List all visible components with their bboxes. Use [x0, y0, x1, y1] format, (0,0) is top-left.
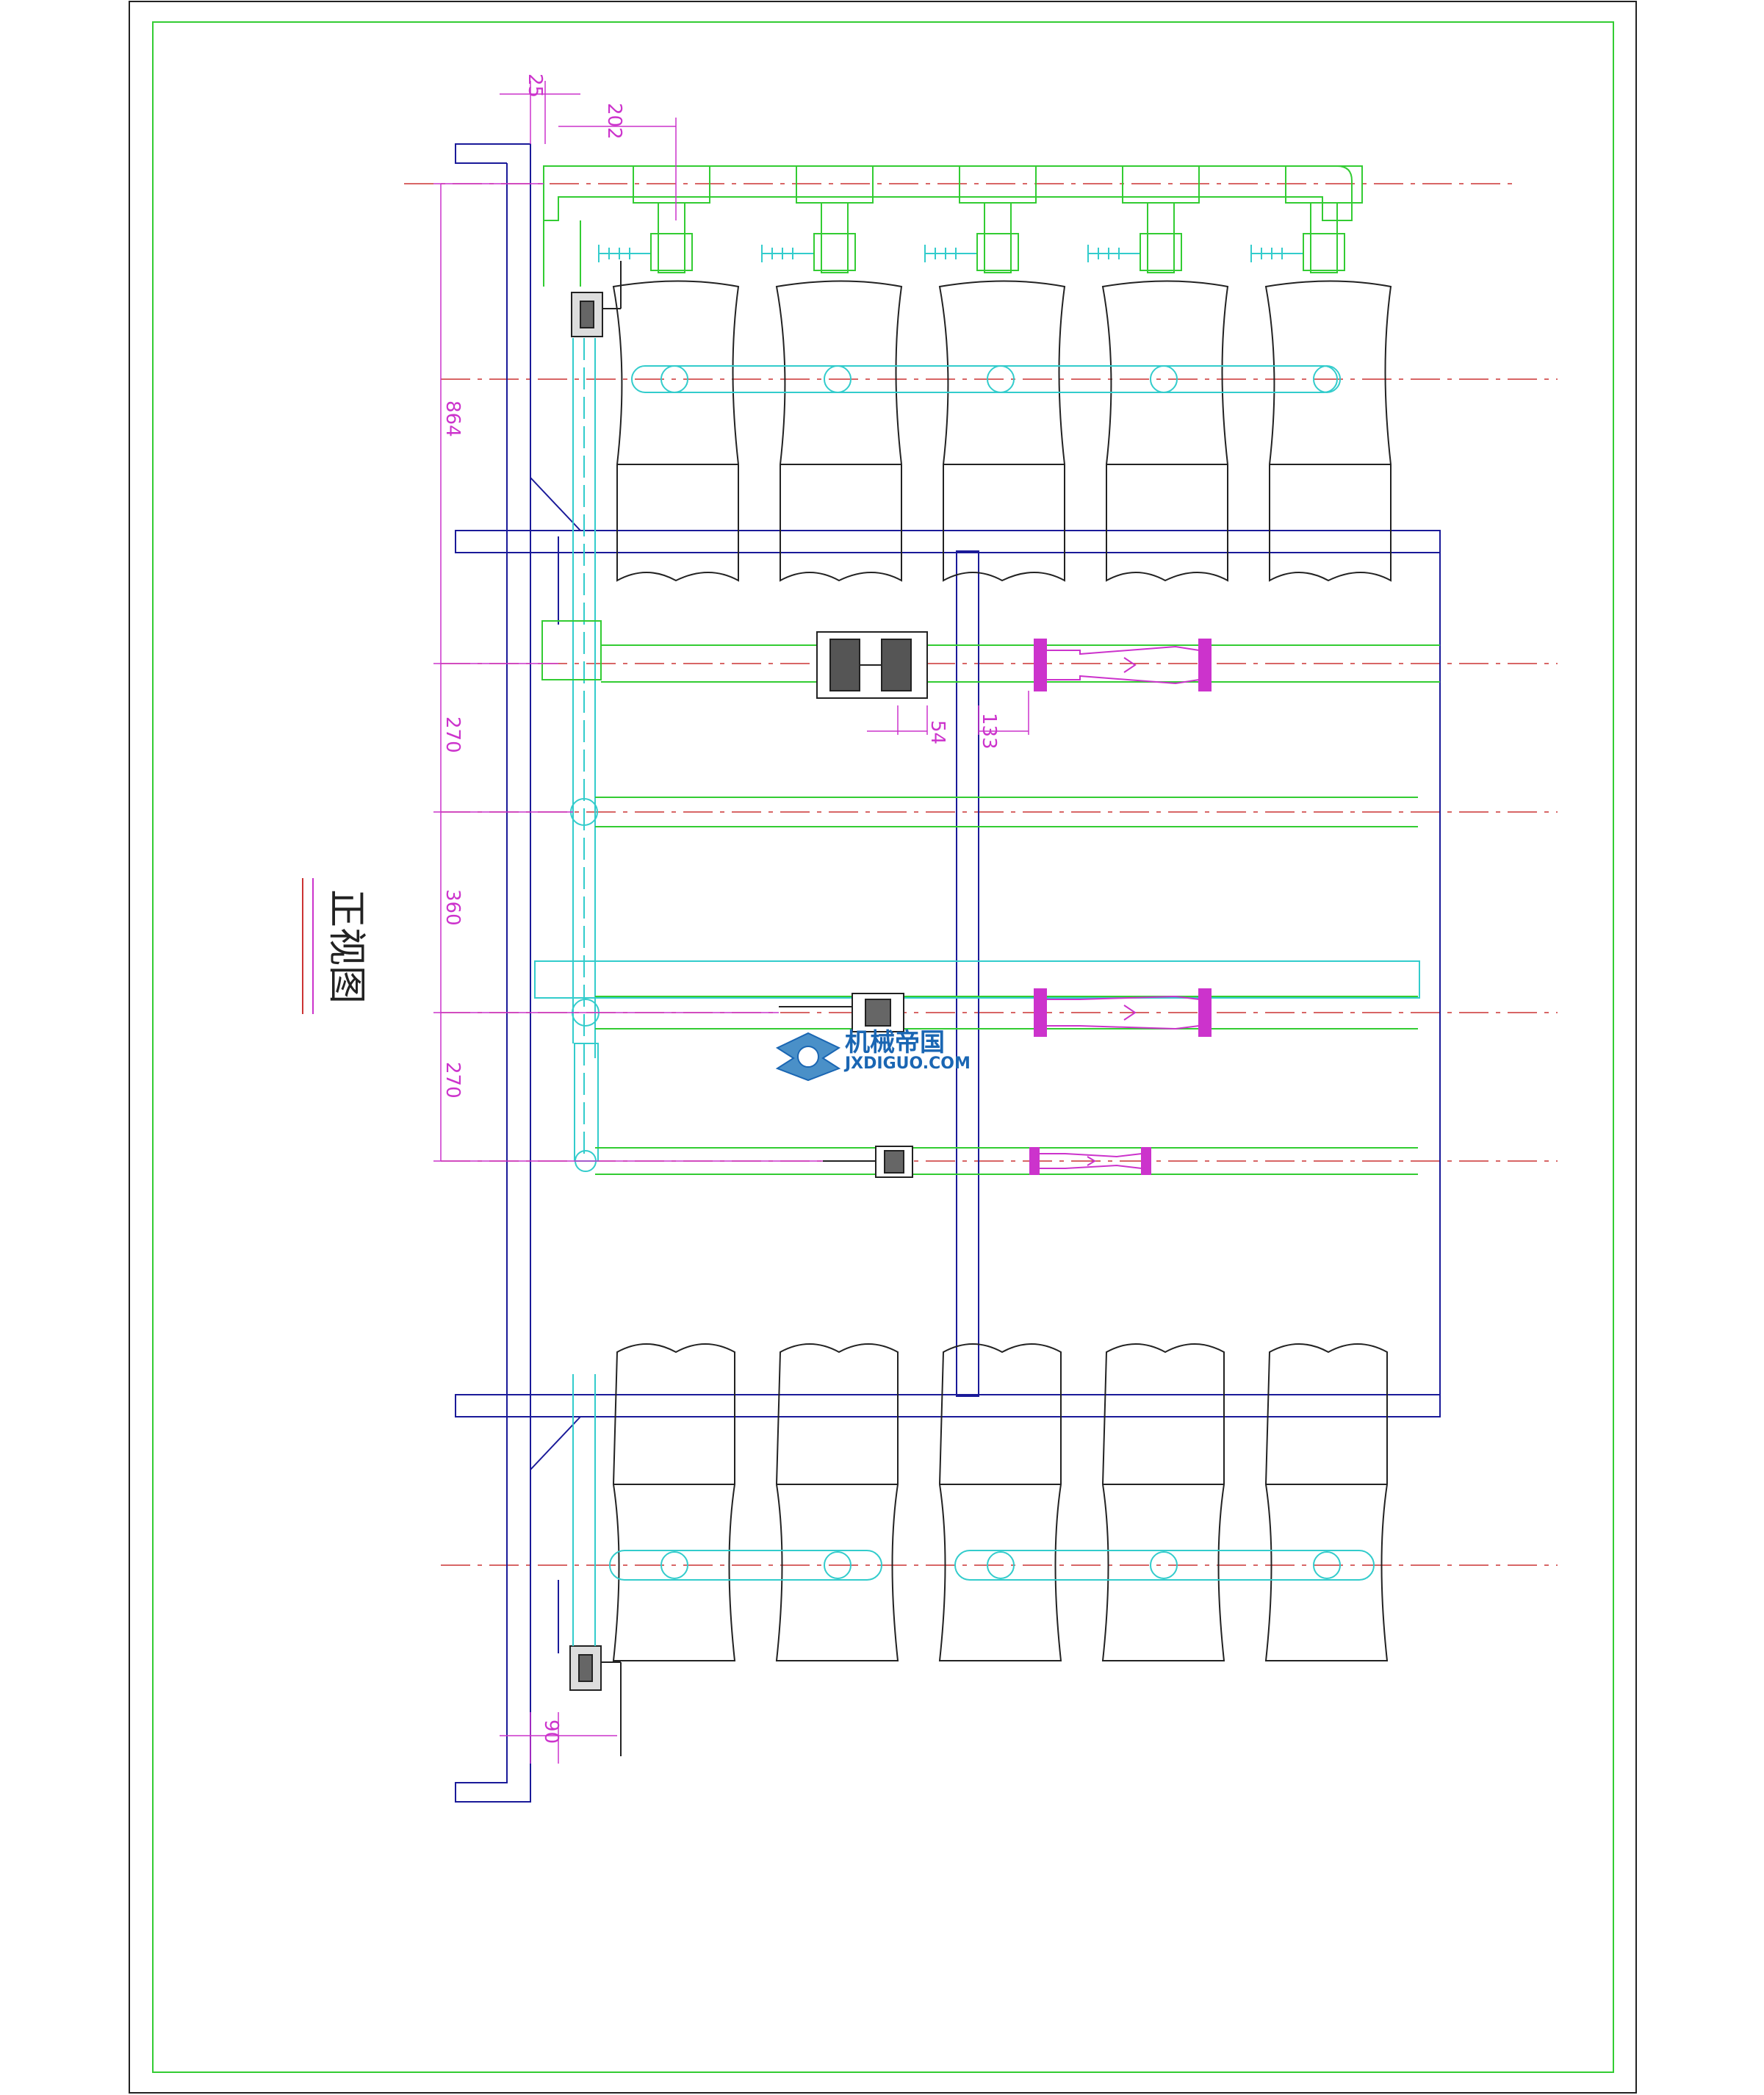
- lower-cyan-header: [572, 1374, 1375, 1646]
- tee-2: [796, 165, 874, 273]
- tee-1: [633, 165, 710, 273]
- sampling-nozzles: [598, 245, 1303, 262]
- watermark: 机械帝国 JXDIGUO.COM: [775, 1028, 971, 1082]
- watermark-domain: JXDIGUO.COM: [843, 1054, 971, 1073]
- dim-bottom-offset: 90: [540, 1720, 562, 1744]
- lower-vessel-3: [938, 1343, 1062, 1661]
- inner-border: [152, 21, 1614, 2073]
- lower-vessel-2: [775, 1343, 899, 1661]
- dim-row-spacing-2: 360: [442, 889, 464, 926]
- dim-top-offset: 202: [603, 103, 625, 140]
- dim-row-spacing-1: 270: [442, 716, 464, 753]
- process-lines: [541, 620, 1440, 1175]
- lower-vessel-4: [1101, 1343, 1225, 1661]
- ball-valve-row3[interactable]: [779, 993, 904, 1032]
- lower-vessel-5: [1264, 1343, 1389, 1661]
- flow-meter-row4: [1029, 1147, 1151, 1175]
- flow-meter-row1: [1034, 639, 1212, 691]
- upper-vessel-4: [1101, 280, 1229, 582]
- support-frame: [455, 143, 1441, 1803]
- lower-vessel-1: [612, 1343, 736, 1661]
- centerlines: [404, 183, 1558, 1566]
- tee-5: [1285, 165, 1363, 273]
- outer-border: [129, 1, 1637, 2094]
- dimension-lines: [433, 81, 1029, 1764]
- dim-upper-height: 864: [442, 400, 464, 437]
- union-valve[interactable]: [816, 631, 928, 699]
- upper-vessel-3: [938, 280, 1066, 582]
- upper-vessel-2: [775, 280, 903, 582]
- view-title: 正视图: [324, 889, 368, 1004]
- tee-3: [959, 165, 1037, 273]
- ball-valve-row4[interactable]: [823, 1146, 913, 1178]
- lower-vessels: [612, 1343, 1389, 1661]
- manifold-tees: [633, 165, 1363, 273]
- upper-vessels: [612, 280, 1392, 582]
- upper-vessel-5: [1264, 280, 1392, 582]
- ball-valve-bottom[interactable]: [569, 1645, 622, 1756]
- ball-valve-top[interactable]: [571, 261, 622, 337]
- watermark-name: 机械帝国: [845, 1028, 945, 1057]
- upper-cyan-header: [631, 365, 1341, 393]
- dim-flowmeter-offset: 133: [978, 713, 1000, 750]
- upper-vessel-1: [612, 280, 740, 582]
- view-title-group: 正视图: [302, 878, 368, 1014]
- flow-meter-row3: [1034, 988, 1212, 1037]
- dim-top-gap: 25: [524, 73, 546, 98]
- dim-valve-offset: 54: [926, 720, 948, 744]
- dimension-labels: 25 202 864 270 360 270 54 133 90: [442, 73, 1000, 1744]
- tee-4: [1122, 165, 1200, 273]
- vertical-riser: [534, 338, 1420, 1172]
- dim-row-spacing-3: 270: [442, 1062, 464, 1099]
